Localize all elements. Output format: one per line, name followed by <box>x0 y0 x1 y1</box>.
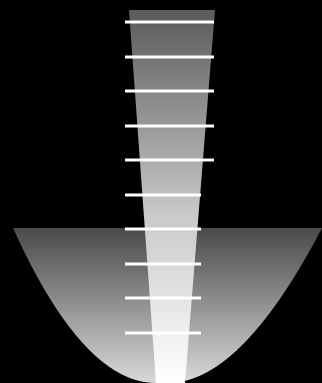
graphic-canvas <box>0 0 322 383</box>
